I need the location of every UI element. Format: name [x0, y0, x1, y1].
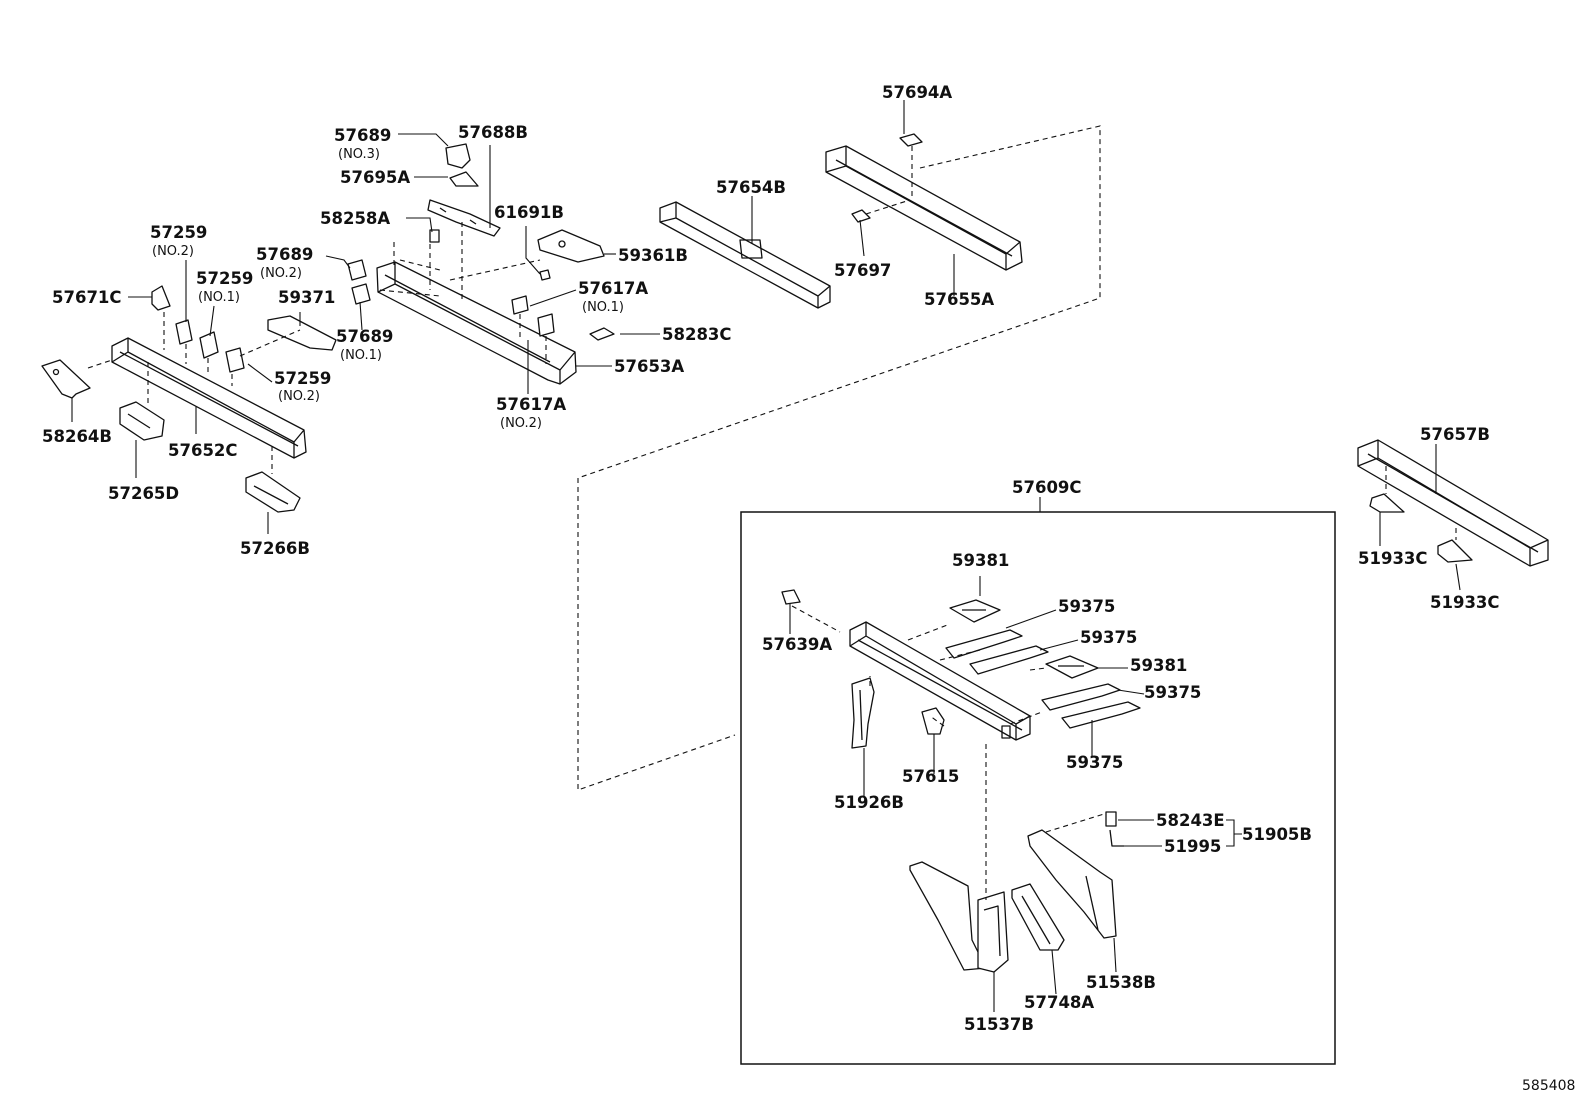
clip-51995 — [1109, 829, 1124, 847]
clip-57639A — [781, 589, 801, 605]
label-57615: 57615 — [902, 767, 959, 786]
label-58243E: 58243E — [1156, 811, 1225, 830]
label-51905B: 51905B — [1242, 825, 1312, 844]
bracket-57688B — [427, 199, 501, 237]
label-57259-no2-a: 57259 — [150, 223, 207, 242]
clip-58258A — [429, 229, 440, 243]
bracket-57617A-no2 — [537, 313, 555, 337]
bracket-57695A — [449, 171, 479, 187]
strip-59375-b — [969, 645, 1049, 675]
label-57617A-no2-sub: (NO.2) — [500, 416, 542, 431]
label-57671C: 57671C — [52, 288, 122, 307]
bracket-59361B — [537, 229, 605, 263]
bracket-57748A — [1011, 883, 1065, 951]
pad-59381-b — [1045, 655, 1099, 679]
label-58283C: 58283C — [662, 325, 732, 344]
label-58258A: 58258A — [320, 209, 390, 228]
label-61691B: 61691B — [494, 203, 564, 222]
bracket-57689-no3 — [445, 143, 471, 169]
reinforcement-59371 — [267, 315, 337, 351]
label-57657B: 57657B — [1420, 425, 1490, 444]
plate-57266B — [245, 471, 301, 513]
label-57617A-no1-sub: (NO.1) — [582, 300, 624, 315]
clip-57694A — [899, 133, 923, 147]
clip-57615 — [921, 707, 945, 735]
crossmember-57654B — [659, 201, 831, 309]
clip-58243E — [1105, 811, 1117, 827]
label-51933C-a: 51933C — [1358, 549, 1428, 568]
bracket-57259-no2-a — [175, 319, 193, 345]
label-57259-no2-a-sub: (NO.2) — [152, 244, 194, 259]
bracket-51537B — [909, 861, 1009, 973]
crossmember-57652C — [111, 337, 307, 459]
label-51538B: 51538B — [1086, 973, 1156, 992]
crossmember-57653A — [376, 261, 577, 385]
clip-57697 — [851, 209, 871, 223]
bracket-57617A-no1 — [511, 295, 529, 315]
label-57689-no2-sub: (NO.2) — [260, 266, 302, 281]
label-59375-c: 59375 — [1144, 683, 1201, 702]
strip-59375-c — [1041, 683, 1121, 711]
crossmember-57657B — [1357, 439, 1549, 567]
label-57652C: 57652C — [168, 441, 238, 460]
label-51926B: 51926B — [834, 793, 904, 812]
label-57259-no1-sub: (NO.1) — [198, 290, 240, 305]
label-51537B: 51537B — [964, 1015, 1034, 1034]
label-57689-no1-sub: (NO.1) — [340, 348, 382, 363]
crossmember-57655A — [825, 145, 1023, 271]
label-59375-a: 59375 — [1058, 597, 1115, 616]
strip-59375-d — [1061, 701, 1141, 729]
label-59371: 59371 — [278, 288, 335, 307]
label-57617A-no2: 57617A — [496, 395, 566, 414]
label-57653A: 57653A — [614, 357, 684, 376]
label-57688B: 57688B — [458, 123, 528, 142]
bracket-57259-no1 — [199, 331, 219, 359]
label-59381-a: 59381 — [952, 551, 1009, 570]
label-57259-no1: 57259 — [196, 269, 253, 288]
clip-58283C — [589, 327, 615, 341]
label-51995: 51995 — [1164, 837, 1221, 856]
pad-59381-a — [949, 599, 1001, 623]
bracket-57259-no2-b — [225, 347, 245, 373]
crossmember-57609C — [849, 621, 1031, 741]
bracket-51933C-a — [1369, 493, 1405, 513]
label-57655A: 57655A — [924, 290, 994, 309]
label-59381-b: 59381 — [1130, 656, 1187, 675]
label-57694A: 57694A — [882, 83, 952, 102]
bracket-58264B — [41, 359, 91, 399]
clip-61691B — [539, 269, 551, 281]
label-59375-d: 59375 — [1066, 753, 1123, 772]
label-59361B: 59361B — [618, 246, 688, 265]
label-58264B: 58264B — [42, 427, 112, 446]
label-57259-no2-b: 57259 — [274, 369, 331, 388]
subassembly-box-57609C — [740, 511, 1336, 1065]
label-57265D: 57265D — [108, 484, 179, 503]
label-57654B: 57654B — [716, 178, 786, 197]
label-57697: 57697 — [834, 261, 891, 280]
label-57259-no2-b-sub: (NO.2) — [278, 389, 320, 404]
bracket-51538B — [1027, 829, 1117, 939]
label-57689-no3: 57689 — [334, 126, 391, 145]
label-57748A: 57748A — [1024, 993, 1094, 1012]
label-57695A: 57695A — [340, 168, 410, 187]
bracket-51926B — [851, 677, 875, 749]
label-57689-no3-sub: (NO.3) — [338, 147, 380, 162]
bracket-57689-no2 — [347, 259, 367, 281]
diagram-reference-number: 585408 — [1522, 1078, 1575, 1094]
label-59375-b: 59375 — [1080, 628, 1137, 647]
label-57639A: 57639A — [762, 635, 832, 654]
bracket-57671C — [151, 285, 171, 311]
label-57689-no1: 57689 — [336, 327, 393, 346]
bracket-51933C-b — [1437, 539, 1473, 563]
bracket-57689-no1 — [351, 283, 371, 305]
label-57266B: 57266B — [240, 539, 310, 558]
plate-57265D — [119, 401, 165, 441]
label-57609C: 57609C — [1012, 478, 1082, 497]
label-57689-no2: 57689 — [256, 245, 313, 264]
label-51933C-b: 51933C — [1430, 593, 1500, 612]
assembly-group-outline — [577, 125, 1101, 791]
label-57617A-no1: 57617A — [578, 279, 648, 298]
